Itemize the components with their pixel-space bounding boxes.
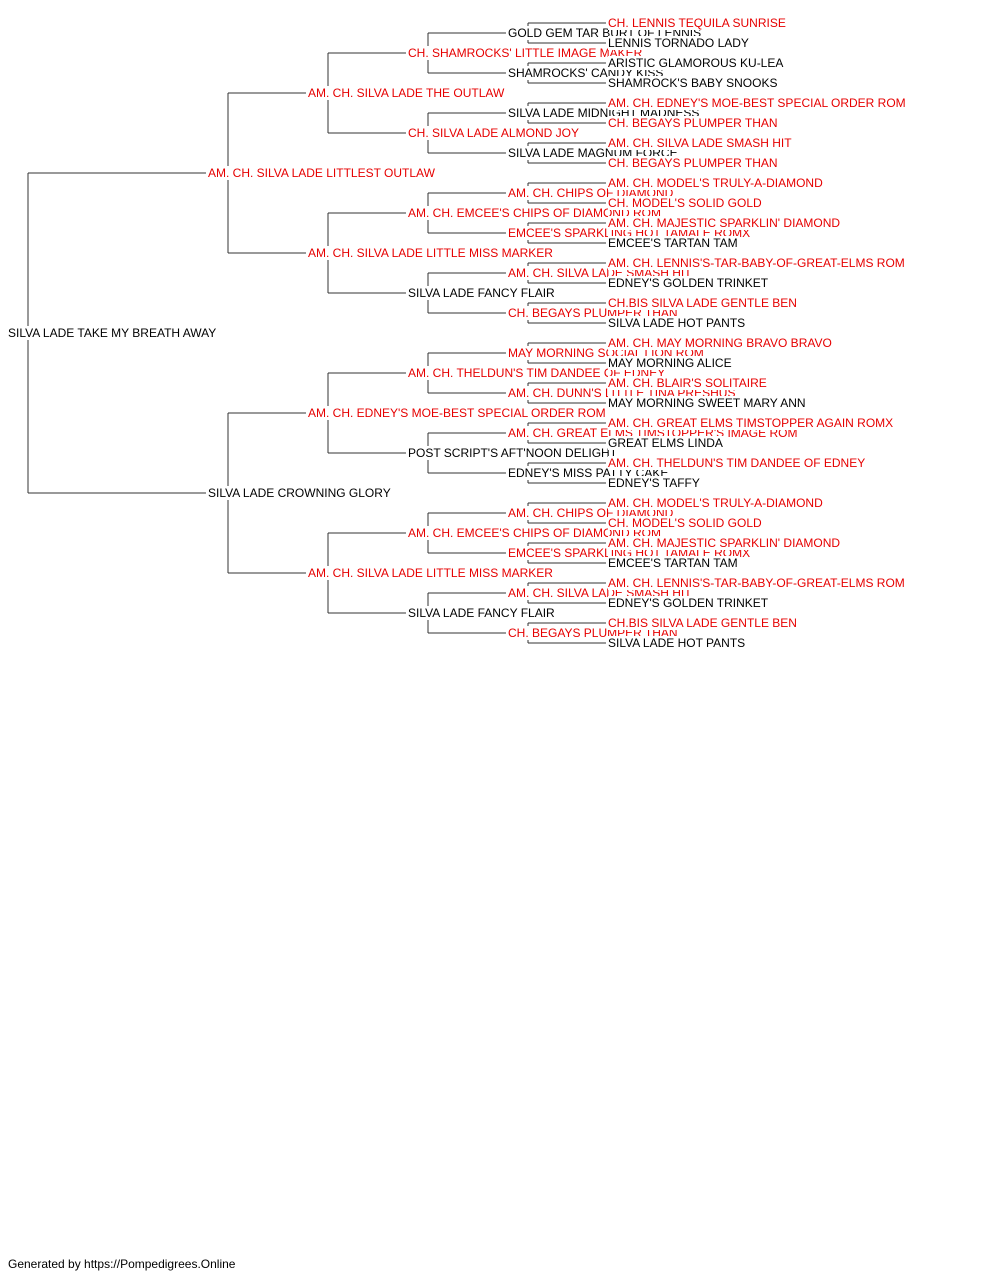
- dog-name-gen2[interactable]: AM. CH. SILVA LADE LITTLE MISS MARKER: [308, 246, 553, 260]
- dog-name-gen5[interactable]: AM. CH. GREAT ELMS TIMSTOPPER AGAIN ROMX: [608, 416, 894, 430]
- dog-name-gen5[interactable]: AM. CH. LENNIS'S-TAR-BABY-OF-GREAT-ELMS …: [608, 576, 905, 590]
- dog-name-gen5[interactable]: AM. CH. LENNIS'S-TAR-BABY-OF-GREAT-ELMS …: [608, 256, 905, 270]
- dog-name-gen1[interactable]: SILVA LADE CROWNING GLORY: [208, 486, 391, 500]
- dog-name-gen5[interactable]: AM. CH. EDNEY'S MOE-BEST SPECIAL ORDER R…: [608, 96, 906, 110]
- dog-name-gen5[interactable]: AM. CH. BLAIR'S SOLITAIRE: [608, 376, 767, 390]
- dog-name-gen5[interactable]: AM. CH. MODEL'S TRULY-A-DIAMOND: [608, 176, 823, 190]
- footer-credit: Generated by https://Pompedigrees.Online: [8, 1257, 236, 1271]
- dog-name-gen3[interactable]: SILVA LADE FANCY FLAIR: [408, 286, 555, 300]
- dog-name-gen5[interactable]: AM. CH. MAJESTIC SPARKLIN' DIAMOND: [608, 216, 841, 230]
- dog-name-gen5[interactable]: CH. LENNIS TEQUILA SUNRISE: [608, 16, 786, 30]
- dog-name-gen0[interactable]: SILVA LADE TAKE MY BREATH AWAY: [8, 326, 217, 340]
- dog-name-gen1[interactable]: AM. CH. SILVA LADE LITTLEST OUTLAW: [208, 166, 435, 180]
- dog-name-gen3[interactable]: SILVA LADE FANCY FLAIR: [408, 606, 555, 620]
- dog-name-gen5[interactable]: GREAT ELMS LINDA: [608, 436, 723, 450]
- dog-name-gen5[interactable]: AM. CH. MAY MORNING BRAVO BRAVO: [608, 336, 832, 350]
- dog-name-gen5[interactable]: AM. CH. MODEL'S TRULY-A-DIAMOND: [608, 496, 823, 510]
- dog-name-gen5[interactable]: AM. CH. THELDUN'S TIM DANDEE OF EDNEY: [608, 456, 866, 470]
- dog-name-gen5[interactable]: AM. CH. MAJESTIC SPARKLIN' DIAMOND: [608, 536, 841, 550]
- dog-name-gen3[interactable]: CH. SHAMROCKS' LITTLE IMAGE MAKER: [408, 46, 643, 60]
- dog-name-gen5[interactable]: CH.BIS SILVA LADE GENTLE BEN: [608, 296, 797, 310]
- dog-name-gen5[interactable]: AM. CH. SILVA LADE SMASH HIT: [608, 136, 792, 150]
- dog-name-gen5[interactable]: CH. MODEL'S SOLID GOLD: [608, 516, 762, 530]
- dog-name-gen3[interactable]: POST SCRIPT'S AFT'NOON DELIGHT: [408, 446, 618, 460]
- dog-name-gen5[interactable]: CH. MODEL'S SOLID GOLD: [608, 196, 762, 210]
- dog-name-gen5[interactable]: LENNIS TORNADO LADY: [608, 36, 749, 50]
- dog-name-gen5[interactable]: EDNEY'S TAFFY: [608, 476, 700, 490]
- dog-name-gen2[interactable]: AM. CH. SILVA LADE THE OUTLAW: [308, 86, 505, 100]
- dog-name-gen5[interactable]: SILVA LADE HOT PANTS: [608, 636, 746, 650]
- dog-name-gen3[interactable]: AM. CH. THELDUN'S TIM DANDEE OF EDNEY: [408, 366, 666, 380]
- dog-name-gen5[interactable]: EMCEE'S TARTAN TAM: [608, 556, 738, 570]
- dog-name-gen5[interactable]: SHAMROCK'S BABY SNOOKS: [608, 76, 778, 90]
- dog-name-gen3[interactable]: CH. SILVA LADE ALMOND JOY: [408, 126, 579, 140]
- dog-name-gen5[interactable]: MAY MORNING SWEET MARY ANN: [608, 396, 806, 410]
- dog-name-gen5[interactable]: MAY MORNING ALICE: [608, 356, 732, 370]
- dog-name-gen5[interactable]: CH. BEGAYS PLUMPER THAN: [608, 116, 778, 130]
- dog-name-gen2[interactable]: AM. CH. SILVA LADE LITTLE MISS MARKER: [308, 566, 553, 580]
- dog-name-gen5[interactable]: SILVA LADE HOT PANTS: [608, 316, 746, 330]
- dog-name-gen5[interactable]: EDNEY'S GOLDEN TRINKET: [608, 276, 769, 290]
- dog-name-gen5[interactable]: CH. BEGAYS PLUMPER THAN: [608, 156, 778, 170]
- dog-name-gen5[interactable]: CH.BIS SILVA LADE GENTLE BEN: [608, 616, 797, 630]
- dog-name-gen5[interactable]: EMCEE'S TARTAN TAM: [608, 236, 738, 250]
- dog-name-gen5[interactable]: EDNEY'S GOLDEN TRINKET: [608, 596, 769, 610]
- dog-name-gen5[interactable]: ARISTIC GLAMOROUS KU-LEA: [608, 56, 784, 70]
- dog-name-gen3[interactable]: AM. CH. EMCEE'S CHIPS OF DIAMOND ROM: [408, 206, 661, 220]
- dog-name-gen2[interactable]: AM. CH. EDNEY'S MOE-BEST SPECIAL ORDER R…: [308, 406, 606, 420]
- dog-name-gen3[interactable]: AM. CH. EMCEE'S CHIPS OF DIAMOND ROM: [408, 526, 661, 540]
